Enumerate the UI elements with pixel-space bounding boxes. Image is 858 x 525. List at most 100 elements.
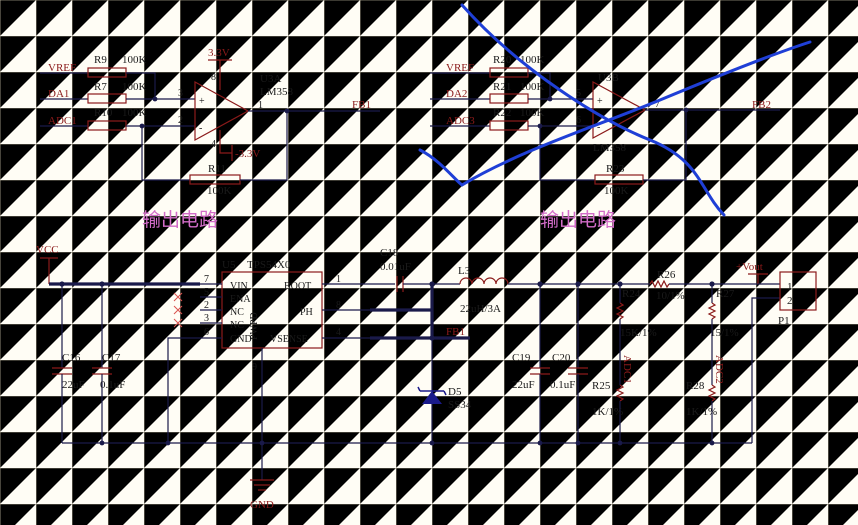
inductor-l3[interactable] (459, 277, 509, 285)
resistor-r27[interactable] (707, 302, 717, 320)
resistor-r20-ref: R20 (493, 54, 512, 66)
u5-pin-ena: ENA (230, 294, 251, 305)
connector-p1-pin2: 2 (787, 295, 793, 307)
resistor-r28-ref: R28 (686, 380, 705, 392)
u5-pin-8: 8 (336, 300, 341, 311)
resistor-r7-ref: R7 (94, 81, 107, 93)
resistor-r10-value: 100K (122, 107, 147, 119)
opamp-u3a-designator: U3A (260, 73, 281, 85)
diode-d5-value: SS34 (448, 399, 472, 411)
power-label-vcc: VCC (36, 244, 59, 256)
input-label-adc3: ADC3 (446, 115, 475, 127)
resistor-r27-value: 15/1% (710, 327, 739, 339)
capacitor-c17-ref: C17 (102, 352, 121, 364)
connector-p1-pin1: 1 (787, 281, 793, 293)
resistor-r9-ref: R9 (94, 54, 107, 66)
u5-pin-5: 5 (204, 287, 209, 298)
pin-8: 8 (211, 72, 216, 83)
resistor-r23-ref: R23 (606, 163, 625, 175)
power-supply-circuit: VCC C16 22uF C17 0.1uF U5 TPS54X0 7 VIN … (36, 244, 817, 511)
resistor-r25[interactable] (615, 384, 625, 402)
regulator-u5-designator: U5 (222, 259, 236, 271)
resistor-r25-value: 1K/1% (592, 406, 623, 418)
capacitor-c19-value: 22uF (512, 379, 535, 391)
u5-pin-nc1: NC (230, 307, 244, 318)
input-label-vref-b: VREF (446, 62, 474, 74)
net-label-adc1: ADC1 (621, 355, 633, 384)
resistor-r28[interactable] (707, 384, 717, 402)
svg-text:-: - (597, 122, 600, 133)
u5-pin-3: 3 (204, 313, 209, 324)
circuit-caption-a: 输出电路 (142, 209, 218, 231)
inductor-l3-value: 22uH/3A (460, 303, 501, 315)
no-connect-marks (173, 292, 183, 328)
opamp-u3a[interactable] (194, 80, 250, 142)
resistor-r26-ref: R26 (657, 269, 676, 281)
input-label-adc1: ADC1 (48, 115, 77, 127)
opamp-circuit-b: VREF DA2 ADC3 R20 100K R21 100K R22 100K… (430, 54, 780, 231)
resistor-r21-ref: R21 (493, 81, 511, 93)
input-label-vref-a: VREF (48, 62, 76, 74)
u5-pin-2: 2 (204, 300, 209, 311)
pin-7: 7 (655, 99, 660, 110)
capacitor-c20-ref: C20 (552, 352, 571, 364)
svg-text:+: + (597, 96, 603, 107)
resistor-r10-ref: R10 (94, 107, 113, 119)
opamp-u3b-designator: U3B (598, 72, 619, 84)
opamp-u3b-part: LM358 (593, 142, 627, 154)
capacitor-c20-value: 0.1uF (550, 379, 575, 391)
capacitor-c16-value: 22uF (62, 379, 85, 391)
input-label-da1: DA1 (48, 88, 69, 100)
u5-pin-nc2: NC (230, 320, 244, 331)
u5-pin-pwpd: PWPD (249, 312, 260, 340)
diode-d5-ref: D5 (448, 386, 462, 398)
resistor-r23-value: 100K (604, 185, 629, 197)
input-label-da2: DA2 (446, 88, 467, 100)
u5-pin-4: 4 (336, 327, 341, 338)
power-label-vout: +Vout (736, 261, 763, 273)
resistor-r11-value: 100K (207, 185, 232, 197)
resistor-r24[interactable] (615, 302, 625, 320)
u5-pin-vsense: VSENSE (270, 334, 308, 345)
resistor-r22-value: 100K (520, 107, 545, 119)
capacitor-c19-ref: C19 (512, 352, 531, 364)
power-label-3v3: 3.3V (208, 47, 230, 59)
u5-pin-9: 9 (252, 362, 257, 373)
u5-pin-boot: BOOT (284, 281, 311, 292)
capacitor-c17-value: 0.1uF (100, 379, 125, 391)
resistor-r11-ref: R11 (208, 163, 226, 175)
resistor-r7-value: 100K (122, 81, 147, 93)
power-label-gnd: GND (250, 499, 274, 511)
pin-2: 2 (178, 115, 183, 126)
capacitor-c18-value: 0.01uF (380, 261, 411, 273)
u5-pin-ph: PH (300, 307, 313, 318)
connector-p1[interactable] (779, 271, 817, 311)
diode-d5[interactable] (422, 391, 442, 404)
resistor-r21-value: 100K (520, 81, 545, 93)
resistor-r26-value: 10/1% (656, 290, 685, 302)
output-label-fb1: FB1 (352, 99, 371, 111)
resistor-r24-value: 15K/1% (620, 327, 657, 339)
power-label-neg3v3: -3.3V (235, 148, 260, 160)
resistor-r22-ref: R22 (493, 107, 511, 119)
resistor-r20-value: 100K (520, 54, 545, 66)
resistor-r24-ref: R24 (622, 288, 641, 300)
u5-pin-vin: VIN (230, 281, 248, 292)
inductor-l3-ref: L3 (458, 265, 471, 277)
pin-3: 3 (178, 88, 183, 99)
u5-pin-6: 6 (204, 327, 209, 338)
pin-6: 6 (576, 115, 581, 126)
capacitor-c18-ref: C18 (380, 247, 399, 259)
resistor-r9-value: 100K (122, 54, 147, 66)
net-label-fb1: FB1 (446, 326, 465, 338)
svg-text:-: - (199, 123, 202, 134)
opamp-u3a-part: LM358 (260, 86, 294, 98)
pin-4: 4 (211, 139, 216, 150)
svg-text:+: + (199, 96, 205, 107)
capacitor-c16-ref: C16 (62, 352, 81, 364)
resistor-r26[interactable] (649, 279, 670, 289)
output-label-fb2: FB2 (752, 99, 771, 111)
u5-pin-gnd: GND (230, 334, 252, 345)
circuit-caption-b: 输出电路 (540, 209, 616, 231)
